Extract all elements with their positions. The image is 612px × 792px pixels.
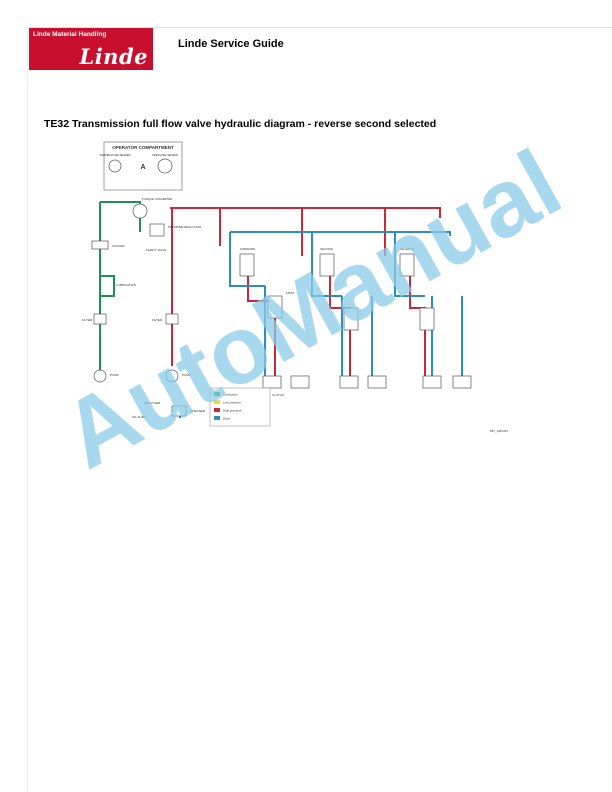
first-valve-icon xyxy=(267,295,283,319)
drain-line-3 xyxy=(394,232,425,297)
clutch-block-6 xyxy=(452,375,472,389)
pressure-sender-label: PRESSURE SENDER xyxy=(152,153,178,157)
pump-2-icon xyxy=(165,369,179,383)
cooler-label: COOLER xyxy=(112,244,126,248)
second-valve-icon xyxy=(319,253,335,277)
legend-swatch-lubrication xyxy=(214,392,220,396)
pressure-regulator-label: PRESSURE REGULATOR xyxy=(168,225,201,229)
drain-line-2 xyxy=(311,232,342,297)
legend-label-drain: Drain xyxy=(223,417,231,421)
pressure-gauge-icon xyxy=(157,158,173,174)
logo-tagline: Linde Material Handling xyxy=(33,31,107,38)
reverse-label: REVERSE xyxy=(400,247,414,251)
torque-converter-label: TORQUE CONVERTER xyxy=(142,197,172,201)
logo-wordmark: Linde xyxy=(79,44,148,69)
legend-label-low-pressure: Low pressure xyxy=(223,401,241,405)
filter-2-label: FILTER xyxy=(152,318,163,322)
legend-label-high-pressure: High pressure xyxy=(223,409,242,413)
first-label: FIRST xyxy=(286,291,295,295)
clutch-block-2 xyxy=(290,375,310,389)
pressure-regulator-icon xyxy=(149,223,165,237)
forward-valve-icon xyxy=(239,253,255,277)
strainer-icon xyxy=(171,405,187,417)
legend-swatch-high-pressure xyxy=(214,408,220,412)
lubrication-label: LUBRICATION xyxy=(116,283,136,287)
guide-title: Linde Service Guide xyxy=(178,38,284,50)
legend-swatch-low-pressure xyxy=(214,400,220,404)
temp-sender-label: TEMPERATURE SENDER xyxy=(100,153,131,157)
compartment-marker: A xyxy=(140,164,145,171)
cooler-icon xyxy=(91,240,109,250)
reverse-valve-icon xyxy=(399,253,415,277)
header-rule xyxy=(27,27,612,28)
breather-label: BREATHER xyxy=(144,401,161,405)
clutch-feed-3 xyxy=(409,276,426,376)
high-pressure-main-line xyxy=(170,207,441,218)
filter-1-label: FILTER xyxy=(82,318,93,322)
clutch-block-1 xyxy=(262,375,282,389)
strainer-label: STRAINER xyxy=(190,409,206,413)
clutch-block-4 xyxy=(367,375,387,389)
clutch-label: CLUTCH xyxy=(272,393,284,397)
lubrication-branch xyxy=(100,275,115,297)
pump-1-label: PUMP xyxy=(110,373,119,377)
filter-2-icon xyxy=(165,313,179,325)
diagram-part-number: 087_158 R01 xyxy=(490,429,508,433)
torque-converter-icon xyxy=(132,203,148,219)
pump-1-icon xyxy=(93,369,107,383)
drain-line-1 xyxy=(229,232,265,287)
second-label: SECOND xyxy=(320,247,334,251)
safety-valve-label: SAFETY VALVE xyxy=(146,248,166,252)
page-margin-rule xyxy=(27,27,28,792)
temperature-gauge-icon xyxy=(108,159,122,173)
compartment-title: OPERATOR COMPARTMENT xyxy=(112,145,174,150)
clutch-feed-2 xyxy=(329,276,351,376)
clutch-block-3 xyxy=(339,375,359,389)
legend-swatch-drain xyxy=(214,416,220,420)
clutch-block-5 xyxy=(422,375,442,389)
legend-label-lubrication: Lubrication xyxy=(223,393,238,397)
lubrication-loop xyxy=(100,201,141,232)
drain-line-top xyxy=(230,231,451,236)
forward-label: FORWARD xyxy=(240,247,256,251)
linde-logo: Linde Material Handling Linde xyxy=(29,28,153,70)
hydraulic-diagram: OPERATOR COMPARTMENT A TEMPERATURE SENDE… xyxy=(82,141,508,433)
document-title: TE32 Transmission full flow valve hydrau… xyxy=(44,118,437,130)
clutch-feed-1 xyxy=(247,276,276,376)
pump-2-label: PUMP xyxy=(182,373,191,377)
filter-1-icon xyxy=(93,313,107,325)
oil-sump-label: OIL SUMP xyxy=(132,415,146,419)
diagram-legend: Lubrication Low pressure High pressure D… xyxy=(209,387,271,427)
clutch-valve-icon xyxy=(343,307,359,331)
clutch-valve-2-icon xyxy=(419,307,435,331)
